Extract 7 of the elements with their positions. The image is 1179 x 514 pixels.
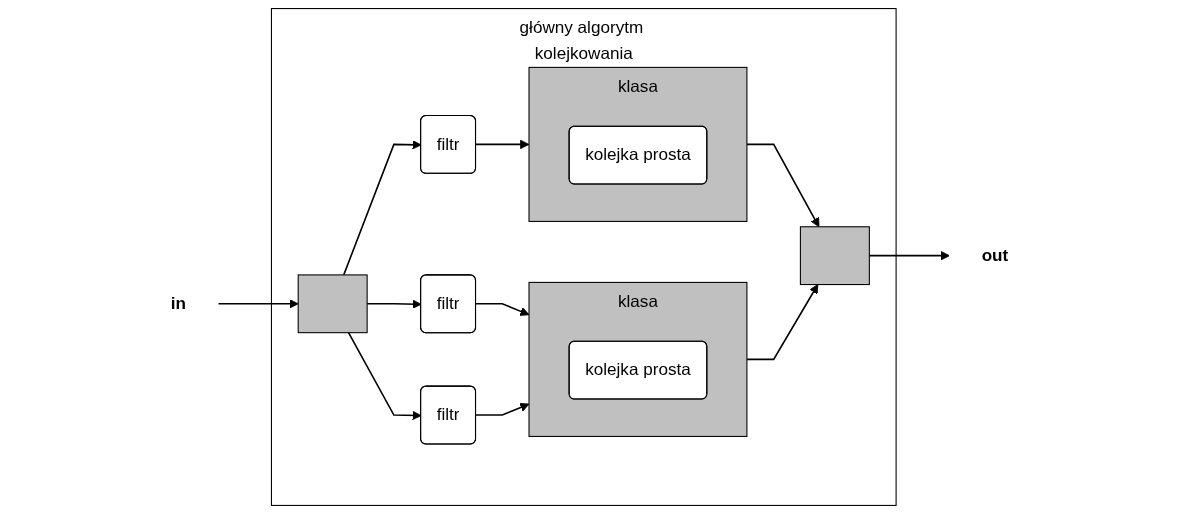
arrow: [746, 143, 820, 228]
arrow: [217, 299, 299, 309]
node-bar: [799, 226, 870, 286]
node-text: in: [170, 294, 186, 313]
arrow: [746, 284, 819, 361]
node-text: out: [981, 246, 1009, 265]
node-bar: [297, 274, 368, 334]
